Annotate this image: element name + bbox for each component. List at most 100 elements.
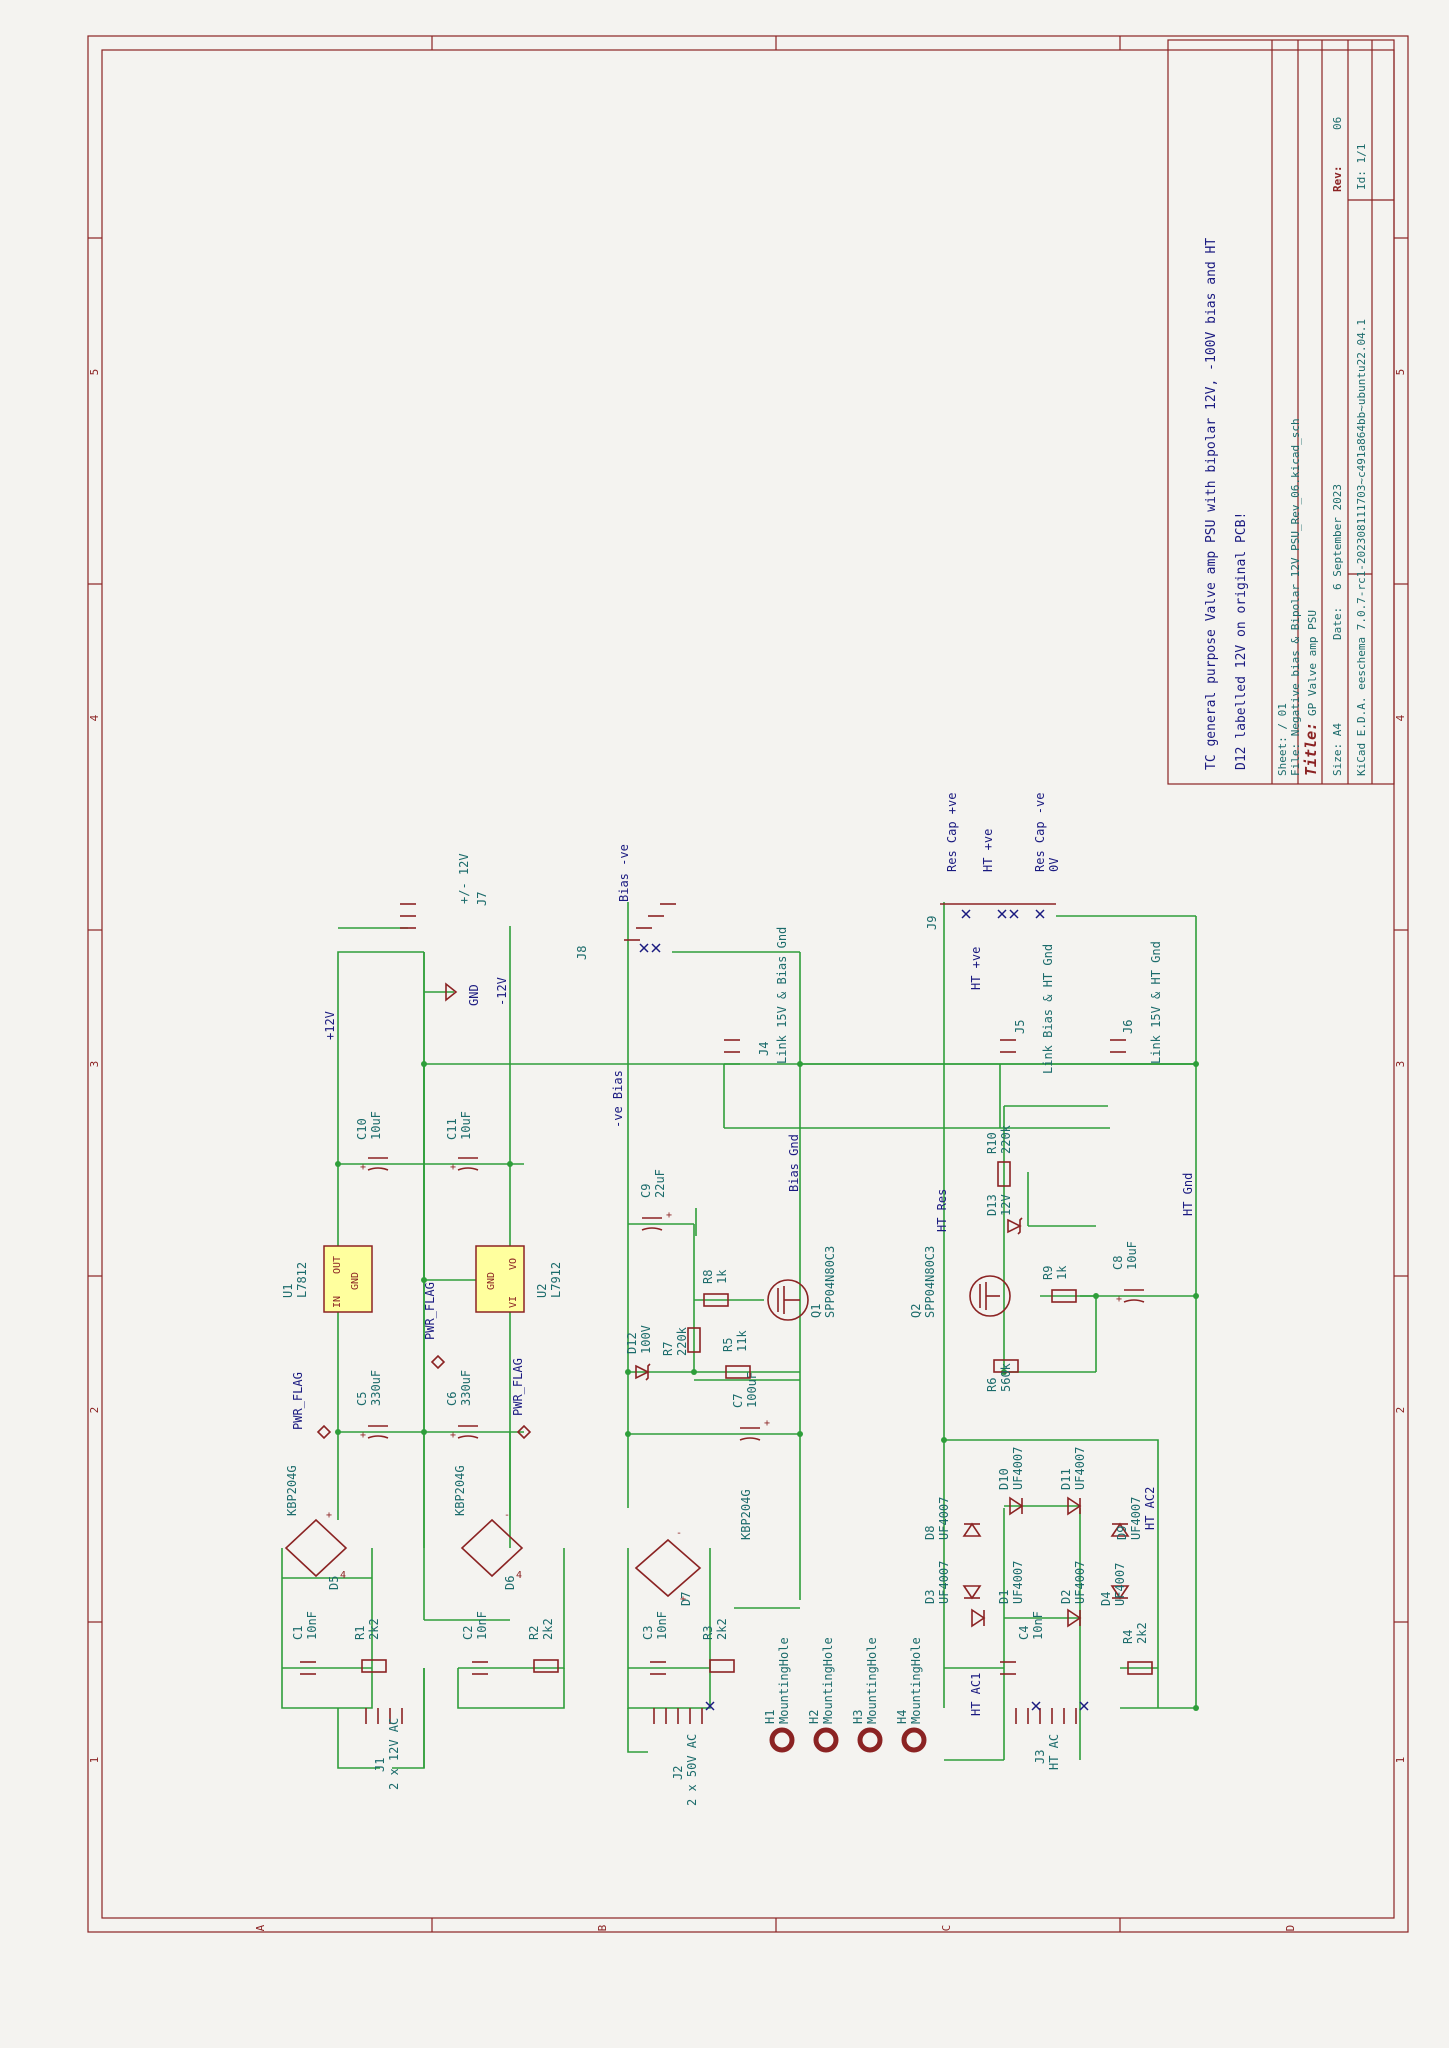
r7-value: 220k [675, 1326, 689, 1356]
diode-d4[interactable]: D4 UF4007 [1099, 1563, 1130, 1606]
resistor-r1[interactable]: R1 2k2 [353, 1618, 387, 1673]
capacitor-c10[interactable]: + C10 10uF [355, 1111, 389, 1173]
d8-ref: D8 [923, 1526, 937, 1540]
diode-d3[interactable]: D3 UF4007 [923, 1561, 982, 1604]
resistor-r5[interactable]: R5 11k [721, 1330, 751, 1379]
diode-d9[interactable]: D9 UF4007 [1110, 1497, 1143, 1540]
connector-j7[interactable]: +/- 12V J7 [400, 853, 489, 929]
regulator-u1[interactable]: U1 L7812 IN GND OUT [281, 1245, 373, 1313]
zener-d12[interactable]: D12 100V [625, 1325, 653, 1381]
resistor-r4[interactable]: R4 2k2 [1121, 1622, 1153, 1675]
diode-d8[interactable]: D8 UF4007 [923, 1497, 982, 1540]
connector-j2[interactable]: J2 2 x 50V AC [653, 1701, 715, 1806]
resistor-r3[interactable]: R3 2k2 [701, 1618, 735, 1673]
bridge-rectifier-d7[interactable]: - + KBP204G D7 [634, 1489, 753, 1606]
diode-d11[interactable]: D11 UF4007 [1059, 1447, 1087, 1516]
connector-j8[interactable]: J8 [575, 903, 676, 960]
d6-value: KBP204G [453, 1465, 467, 1516]
capacitor-c4[interactable]: C4 10nF [1000, 1611, 1045, 1675]
mounting-hole-h4[interactable]: H4 MountingHole [895, 1637, 927, 1753]
mounting-hole-h3[interactable]: H3 MountingHole [851, 1637, 883, 1753]
j3-value: HT AC [1047, 1734, 1061, 1770]
svg-text:+: + [666, 1210, 672, 1221]
connector-j4[interactable]: J4 Link 15V & Bias Gnd [724, 927, 789, 1064]
d13-value: 12V [999, 1194, 1013, 1216]
j8-ref: J8 [575, 946, 589, 960]
diode-d1[interactable]: D1 UF4007 [971, 1561, 1025, 1628]
resistor-r10[interactable]: R10 220k [985, 1124, 1013, 1187]
connector-j9[interactable]: J9 [925, 903, 1056, 930]
j3-ref: J3 [1033, 1750, 1047, 1764]
capacitor-c7[interactable]: + C7 100uF [731, 1372, 770, 1441]
connector-j6[interactable]: J6 Link 15V & HT Gnd [1110, 941, 1163, 1064]
resistor-r6[interactable]: R6 560k [985, 1359, 1019, 1392]
bridge-rectifier-d5[interactable]: + 4 KBP204G D5 [284, 1465, 348, 1590]
c11-ref: C11 [445, 1118, 459, 1140]
r10-ref: R10 [985, 1132, 999, 1154]
bridge-rectifier-d6[interactable]: - 4 KBP204G D6 [453, 1465, 524, 1590]
u2-pin-gnd: GND [486, 1272, 497, 1290]
net-minus-12v: -12V [495, 977, 509, 1006]
net-ht-ac2: HT AC2 [1143, 1487, 1157, 1530]
resistor-r2[interactable]: R2 2k2 [527, 1618, 559, 1673]
h1-value: MountingHole [777, 1637, 791, 1724]
j6-ref: J6 [1121, 1020, 1135, 1034]
u1-ref: U1 [281, 1284, 295, 1298]
mounting-hole-h1[interactable]: H1 MountingHole [763, 1637, 795, 1753]
capacitor-c6[interactable]: + C6 330uF [445, 1370, 479, 1441]
d10-value: UF4007 [1011, 1447, 1025, 1490]
c2-value: 10nF [475, 1611, 489, 1640]
r5-value: 11k [735, 1330, 749, 1352]
capacitor-c8[interactable]: + C8 10uF [1111, 1241, 1145, 1305]
net-res-cap-pos: Res Cap +ve [945, 793, 959, 872]
h4-ref: H4 [895, 1710, 909, 1724]
j1-value: 2 x 12V AC [387, 1718, 401, 1790]
capacitor-c11[interactable]: + C11 10uF [445, 1111, 479, 1173]
u2-ref: U2 [535, 1284, 549, 1298]
title-sheet: Sheet: / 01 [1276, 703, 1289, 776]
capacitor-c2[interactable]: C2 10nF [461, 1611, 489, 1675]
u2-pin-vi: VI [508, 1296, 519, 1308]
capacitor-c3[interactable]: C3 10nF [641, 1611, 669, 1675]
d7-ref: D7 [679, 1592, 693, 1606]
frame-row-labels: A B C D [254, 1924, 1297, 1931]
diode-d2[interactable]: D2 UF4007 [1059, 1561, 1087, 1628]
j4-ref: J4 [757, 1042, 771, 1056]
capacitor-c9[interactable]: + C9 22uF [639, 1169, 672, 1231]
zener-d13[interactable]: D13 12V [985, 1194, 1023, 1235]
regulator-u2[interactable]: U2 L7912 VI GND VO [475, 1245, 563, 1313]
c5-ref: C5 [355, 1392, 369, 1406]
resistor-r9[interactable]: R9 1k [1041, 1265, 1077, 1303]
connector-j1[interactable]: J1 2 x 12V AC [365, 1708, 403, 1790]
title-value: GP Valve amp PSU [1306, 610, 1319, 716]
c6-value: 330uF [459, 1370, 473, 1406]
j5-value: Link Bias & HT Gnd [1041, 944, 1055, 1074]
d9-ref: D9 [1115, 1526, 1129, 1540]
wires [281, 902, 1197, 1769]
h2-ref: H2 [807, 1710, 821, 1724]
d12-value: 100V [639, 1325, 653, 1354]
mosfet-q2[interactable]: Q2 SPP04N80C3 [909, 1246, 1011, 1318]
resistor-r8[interactable]: R8 1k [701, 1269, 729, 1307]
mosfet-q1[interactable]: Q1 SPP04N80C3 [767, 1246, 837, 1321]
diode-d10[interactable]: D10 UF4007 [997, 1447, 1025, 1516]
frame-col-1: 1 [88, 1757, 101, 1764]
connector-j3[interactable]: J3 HT AC [1015, 1701, 1089, 1770]
capacitor-c1[interactable]: C1 10nF [291, 1611, 319, 1675]
c9-value: 22uF [653, 1169, 667, 1198]
resistor-r7[interactable]: R7 220k [661, 1326, 701, 1356]
frame-col-4: 4 [88, 714, 101, 721]
mounting-hole-h2[interactable]: H2 MountingHole [807, 1637, 839, 1753]
frame-col-3: 3 [88, 1061, 101, 1068]
title-block: TC general purpose Valve amp PSU with bi… [1167, 39, 1395, 785]
frame-col-labels: 1 2 3 4 5 1 2 3 4 5 [88, 369, 1407, 1764]
d13-ref: D13 [985, 1194, 999, 1216]
c2-ref: C2 [461, 1626, 475, 1640]
title-comment-2: D12 labelled 12V on original PCB! [1234, 512, 1249, 770]
frame-row-d: D [1284, 1925, 1297, 1932]
capacitor-c5[interactable]: + C5 330uF [355, 1370, 389, 1441]
frame-row-b: B [596, 1924, 609, 1931]
frame-col-2-right: 2 [1394, 1407, 1407, 1414]
connector-j5[interactable]: J5 Link Bias & HT Gnd [1000, 944, 1055, 1074]
d5-ref: D5 [327, 1576, 341, 1590]
